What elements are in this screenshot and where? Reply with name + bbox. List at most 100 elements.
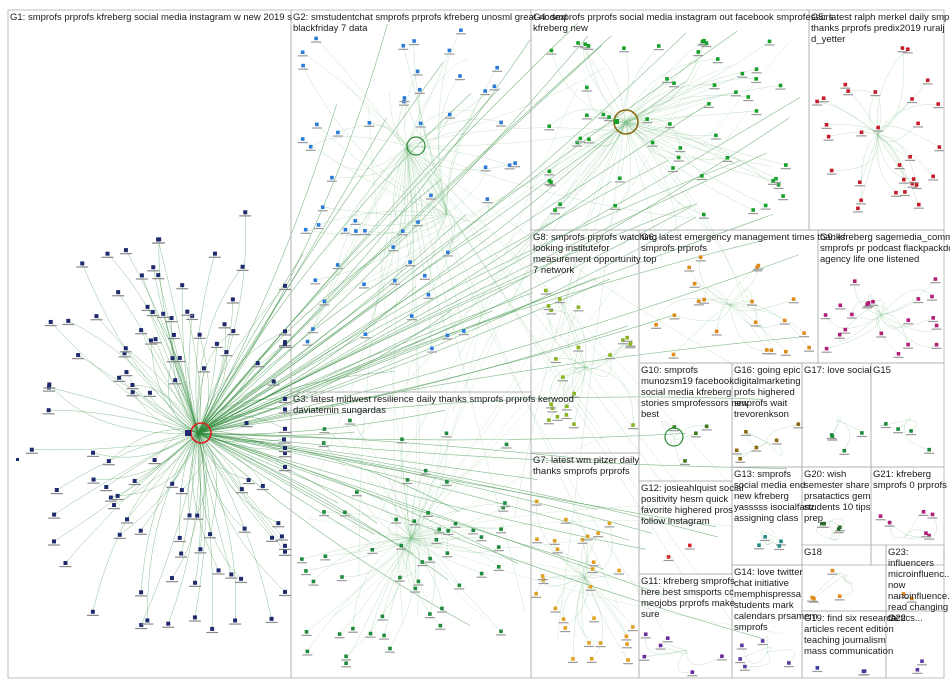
node-label-g4 bbox=[614, 181, 625, 183]
node-label-g1 bbox=[25, 452, 38, 454]
node-label-g1 bbox=[236, 269, 249, 271]
node-label-g3 bbox=[413, 584, 424, 586]
edge bbox=[197, 432, 272, 619]
node-g2 bbox=[322, 299, 327, 304]
node-label-g2 bbox=[350, 223, 361, 225]
edge bbox=[197, 432, 273, 538]
node-label-g4 bbox=[544, 183, 555, 186]
node-g8 bbox=[576, 345, 581, 350]
node-label-g9 bbox=[876, 336, 887, 338]
node-g7 bbox=[564, 517, 568, 522]
edge bbox=[674, 304, 731, 322]
node-g5 bbox=[876, 125, 880, 130]
edge bbox=[557, 549, 586, 578]
node-label-g2 bbox=[425, 198, 436, 200]
node-g7 bbox=[617, 568, 621, 573]
edge bbox=[349, 420, 412, 539]
edge bbox=[551, 50, 626, 123]
edge bbox=[548, 367, 586, 421]
edge bbox=[729, 304, 786, 352]
edge bbox=[624, 84, 715, 123]
node-g4 bbox=[617, 176, 622, 181]
node-g8 bbox=[572, 422, 576, 426]
node-label-g3 bbox=[436, 611, 447, 613]
node-label-g1 bbox=[203, 537, 216, 539]
node-g13 bbox=[779, 539, 783, 544]
node-g4 bbox=[784, 163, 788, 167]
node-label-g1 bbox=[279, 346, 291, 348]
node-label-g1 bbox=[134, 533, 147, 535]
node-g9 bbox=[823, 313, 828, 317]
edge bbox=[877, 134, 920, 205]
node-label-g7 bbox=[585, 589, 596, 591]
edge bbox=[596, 121, 629, 137]
node-g7 bbox=[626, 658, 630, 662]
node-g1 bbox=[139, 328, 144, 333]
edge bbox=[197, 203, 698, 434]
node-g1 bbox=[283, 283, 287, 288]
node-g1 bbox=[138, 528, 143, 533]
edge bbox=[624, 73, 743, 123]
edge bbox=[117, 292, 199, 434]
node-g7 bbox=[598, 641, 603, 645]
edge bbox=[826, 314, 882, 349]
node-label-g6 bbox=[699, 302, 710, 304]
node-g2 bbox=[335, 263, 340, 267]
edge bbox=[406, 110, 475, 147]
edge bbox=[197, 102, 711, 434]
node-g1 bbox=[197, 332, 202, 337]
node-label-g1 bbox=[62, 323, 75, 326]
node-g4 bbox=[714, 133, 718, 138]
node-label-g3 bbox=[365, 636, 376, 638]
node-g1 bbox=[117, 532, 122, 537]
edge bbox=[624, 121, 771, 345]
node-g7 bbox=[580, 537, 585, 542]
node-g3 bbox=[412, 519, 417, 523]
edge bbox=[410, 470, 426, 539]
node-g6 bbox=[802, 331, 806, 335]
edge bbox=[337, 145, 408, 266]
edge bbox=[845, 307, 882, 330]
edge bbox=[197, 266, 243, 434]
node-label-g1 bbox=[128, 483, 141, 486]
node-label-g1 bbox=[135, 278, 148, 280]
edge bbox=[735, 442, 768, 456]
hub-node-g4 bbox=[614, 119, 619, 124]
edge bbox=[573, 367, 586, 425]
node-label-g9 bbox=[928, 320, 939, 323]
edge bbox=[876, 310, 882, 334]
edge bbox=[197, 179, 442, 434]
node-label-g5 bbox=[897, 51, 908, 53]
edge bbox=[195, 253, 216, 434]
node-label-g7 bbox=[531, 504, 542, 506]
node-label-g1 bbox=[87, 455, 100, 457]
node-g9 bbox=[934, 342, 939, 347]
edge bbox=[316, 124, 448, 215]
edge bbox=[876, 49, 908, 136]
node-label-g1 bbox=[169, 383, 182, 385]
node-label-g3 bbox=[394, 580, 405, 582]
node-g1 bbox=[139, 273, 144, 278]
node-label-g4 bbox=[751, 72, 762, 74]
edge bbox=[624, 121, 674, 169]
node-g5 bbox=[815, 99, 819, 104]
node-label-g2 bbox=[482, 202, 493, 204]
node-g5 bbox=[829, 168, 834, 173]
node-label-g2 bbox=[298, 68, 309, 70]
node-label-g2 bbox=[340, 232, 351, 234]
node-g1 bbox=[212, 251, 217, 256]
edge bbox=[379, 121, 626, 517]
node-g5 bbox=[826, 134, 831, 139]
node-g8 bbox=[554, 357, 558, 361]
edge bbox=[358, 145, 408, 577]
node-g1 bbox=[229, 572, 234, 577]
node-label-g2 bbox=[359, 233, 370, 235]
edge bbox=[685, 649, 723, 666]
node-label-g7 bbox=[531, 596, 542, 598]
node-g4 bbox=[585, 85, 589, 90]
edge bbox=[860, 134, 878, 201]
node-label-g6 bbox=[693, 304, 704, 306]
node-g16 bbox=[734, 448, 739, 453]
